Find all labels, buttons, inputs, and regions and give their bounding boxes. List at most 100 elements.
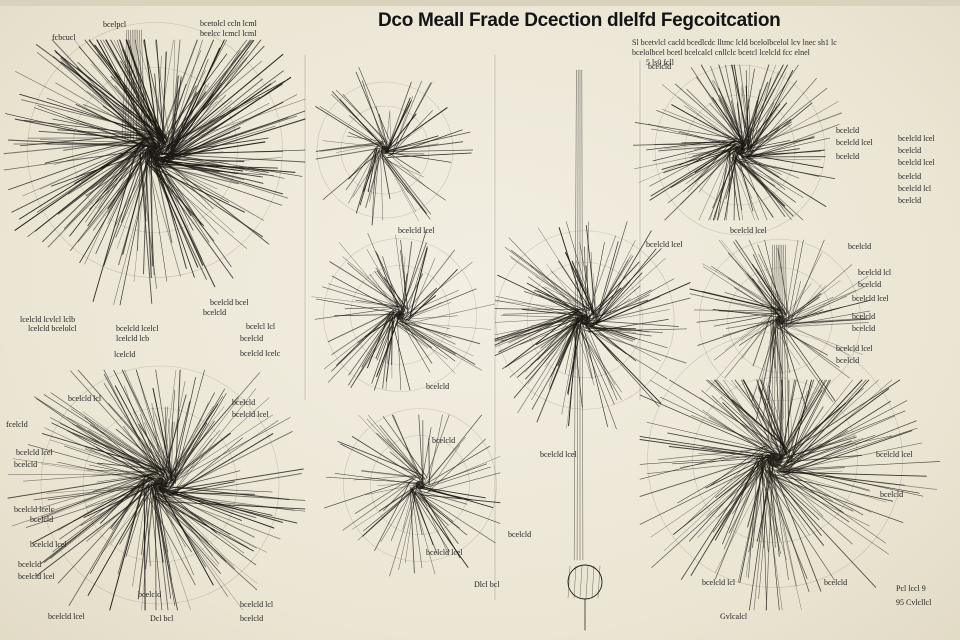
burst-ray bbox=[80, 481, 158, 526]
burst-ray bbox=[160, 491, 256, 495]
burst-ray bbox=[379, 155, 431, 220]
burst-ray bbox=[399, 318, 451, 330]
burst-hub bbox=[153, 478, 167, 492]
burst-ray bbox=[711, 80, 741, 150]
burst-ray bbox=[776, 470, 843, 476]
burst-ray bbox=[396, 315, 402, 391]
burst-ray bbox=[168, 418, 171, 484]
burst-ray bbox=[37, 105, 156, 151]
burst-ray bbox=[724, 312, 774, 351]
burst-ray bbox=[660, 396, 778, 453]
burst-ray bbox=[155, 166, 274, 176]
burst-ray bbox=[670, 148, 740, 188]
burst-ray bbox=[564, 319, 577, 374]
burst-bottom-center bbox=[324, 408, 501, 577]
burst-ray bbox=[733, 241, 785, 317]
burst-ring bbox=[654, 64, 826, 236]
label-rt-h: bcelcld bbox=[898, 172, 922, 181]
burst-ray bbox=[20, 133, 152, 147]
burst-ray bbox=[742, 88, 775, 151]
burst-ray bbox=[383, 277, 408, 310]
burst-ray bbox=[167, 389, 176, 485]
burst-ray bbox=[399, 315, 456, 374]
burst-ray bbox=[121, 369, 175, 477]
burst-ray bbox=[7, 473, 157, 499]
burst-ray bbox=[155, 156, 269, 173]
burst-ray bbox=[581, 322, 613, 390]
burst-ray bbox=[713, 379, 778, 458]
column-strand bbox=[139, 29, 143, 141]
burst-ray bbox=[385, 315, 393, 391]
burst-ray bbox=[154, 157, 264, 184]
burst-ray bbox=[385, 112, 390, 151]
burst-ray bbox=[314, 307, 398, 320]
burst-ray bbox=[742, 80, 798, 152]
burst-ray bbox=[342, 478, 415, 531]
burst-ray bbox=[154, 160, 262, 178]
burst-ray bbox=[690, 415, 778, 450]
burst-ray bbox=[391, 315, 393, 366]
label-rt-i: bcelcld lcl bbox=[898, 184, 932, 193]
burst-ray bbox=[781, 427, 918, 473]
burst-ray bbox=[678, 130, 741, 148]
burst-ray bbox=[588, 294, 650, 326]
label-bl-a: bcelcld lcl bbox=[68, 394, 102, 403]
label-rt-o: bcelcld bbox=[858, 280, 882, 289]
burst-ray bbox=[423, 414, 450, 486]
label-rt-t: bcelcld bbox=[836, 356, 860, 365]
burst-ray bbox=[740, 119, 792, 152]
burst-ray bbox=[173, 388, 257, 494]
label-mid-c: bcelcld lcelc bbox=[240, 349, 281, 358]
burst-ray bbox=[400, 315, 458, 320]
burst-ray bbox=[347, 262, 404, 311]
label-bl-m: bcelcld lcl bbox=[240, 600, 274, 609]
burst-ray bbox=[315, 141, 384, 152]
burst-ray bbox=[43, 394, 166, 473]
burst-ray bbox=[394, 324, 448, 360]
burst-ray bbox=[367, 414, 424, 482]
burst-ray bbox=[775, 379, 901, 462]
label-bl-e: bcelcld lcelc bbox=[14, 505, 55, 514]
burst-ray bbox=[738, 318, 780, 346]
burst-ray bbox=[36, 398, 161, 485]
burst-ring bbox=[526, 261, 644, 379]
burst-ray bbox=[700, 397, 777, 458]
sphere-meridian bbox=[567, 565, 571, 599]
burst-ray bbox=[411, 491, 450, 552]
burst-ray bbox=[711, 395, 777, 459]
burst-ray bbox=[782, 310, 871, 327]
burst-ray bbox=[386, 152, 472, 158]
burst-ray bbox=[113, 149, 155, 306]
burst-ray bbox=[138, 423, 174, 477]
burst-ray bbox=[168, 401, 191, 487]
burst-ray bbox=[416, 488, 459, 544]
burst-ray bbox=[586, 289, 652, 323]
burst-ray bbox=[589, 242, 605, 321]
burst-ray bbox=[67, 148, 154, 226]
burst-ray bbox=[649, 145, 737, 201]
burst-ray bbox=[764, 239, 783, 320]
burst-ray bbox=[156, 492, 250, 549]
burst-ray bbox=[391, 318, 411, 391]
burst-ray bbox=[396, 323, 456, 356]
burst-ray bbox=[36, 482, 159, 577]
label-cm-a: bcelcld bbox=[232, 398, 256, 407]
burst-ray bbox=[103, 369, 162, 485]
burst-ray bbox=[161, 53, 284, 156]
burst-ray bbox=[160, 496, 306, 512]
overlay-lines bbox=[121, 29, 789, 631]
burst-ray bbox=[322, 140, 385, 148]
burst-ray bbox=[88, 429, 164, 478]
burst-ray bbox=[700, 64, 747, 146]
burst-ray bbox=[634, 146, 740, 170]
burst-ray bbox=[140, 414, 162, 485]
burst-ray bbox=[779, 320, 851, 356]
burst-ray bbox=[160, 486, 273, 493]
burst-ray bbox=[707, 379, 786, 448]
column-strand bbox=[127, 29, 131, 141]
burst-ray bbox=[110, 480, 151, 546]
burst-ray bbox=[728, 149, 731, 198]
label-bl-f: bcelcld bbox=[30, 515, 54, 524]
burst-ray bbox=[773, 463, 886, 544]
burst-ray bbox=[402, 249, 455, 317]
